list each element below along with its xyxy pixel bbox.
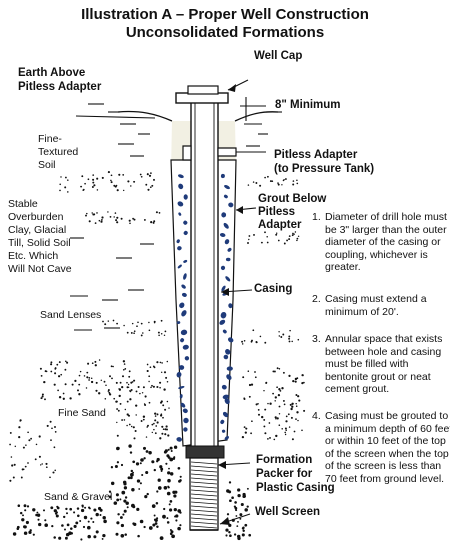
earth-above-label-line2: Pitless Adapter bbox=[18, 81, 102, 93]
note-4-number: 4. bbox=[312, 410, 321, 422]
grout-label-line2: Pitless bbox=[258, 206, 296, 218]
formation-packer bbox=[185, 445, 225, 459]
stable-label-line4: Till, Solid Soil bbox=[8, 237, 71, 249]
note-3-text: Annular space that exists between hole a… bbox=[325, 333, 443, 396]
packer-label-line2: Packer for bbox=[256, 468, 313, 480]
grout-label-line1: Grout Below bbox=[258, 193, 327, 205]
note-4-text: Casing must be grouted to a minimum dept… bbox=[325, 410, 450, 485]
stable-label-line6: Will Not Cave bbox=[8, 263, 72, 275]
stable-label-line2: Overburden bbox=[8, 211, 64, 223]
stable-label-line5: Etc. Which bbox=[8, 250, 59, 262]
note-2-number: 2. bbox=[312, 293, 321, 305]
fine-textured-label-line3: Soil bbox=[38, 159, 56, 171]
fine-textured-label-line2: Textured bbox=[38, 146, 79, 158]
minimum-depth-label: 8" Minimum bbox=[275, 99, 341, 111]
sand-lenses-label: Sand Lenses bbox=[40, 309, 102, 321]
stable-label-line1: Stable bbox=[8, 198, 38, 210]
fine-textured-label-line1: Fine- bbox=[38, 133, 62, 145]
packer-label-line1: Formation bbox=[256, 454, 313, 466]
earth-above-label-line1: Earth Above bbox=[18, 67, 86, 79]
packer-label-line3: Plastic Casing bbox=[256, 482, 335, 494]
pitless-adapter-label-line2: (to Pressure Tank) bbox=[274, 163, 375, 175]
leader-lines bbox=[75, 79, 266, 525]
note-2-text: Casing must extend a minimum of 20'. bbox=[325, 293, 427, 318]
well-screen-label: Well Screen bbox=[255, 506, 320, 518]
well-cap-label: Well Cap bbox=[254, 50, 303, 62]
soil-texture-dashes bbox=[70, 103, 282, 331]
page-title: Illustration A – Proper Well Constructio… bbox=[81, 6, 369, 23]
grout-label-line3: Adapter bbox=[258, 219, 302, 231]
fine-sand-label: Fine Sand bbox=[58, 407, 106, 419]
arrow-heads bbox=[218, 84, 243, 525]
soil-dots bbox=[9, 171, 306, 541]
stable-label-line3: Clay, Glacial bbox=[8, 224, 67, 236]
sand-gravel-label: Sand & Gravel bbox=[44, 491, 113, 503]
page-subtitle: Unconsolidated Formations bbox=[125, 24, 325, 41]
casing-label: Casing bbox=[254, 283, 293, 295]
note-3-number: 3. bbox=[312, 333, 321, 345]
note-1-text: Diameter of drill hole must be 3" larger… bbox=[325, 211, 447, 274]
grout-chips bbox=[176, 173, 234, 442]
note-1-number: 1. bbox=[312, 211, 321, 223]
pitless-adapter bbox=[182, 145, 237, 161]
pitless-adapter-label-line1: Pitless Adapter bbox=[274, 149, 358, 161]
